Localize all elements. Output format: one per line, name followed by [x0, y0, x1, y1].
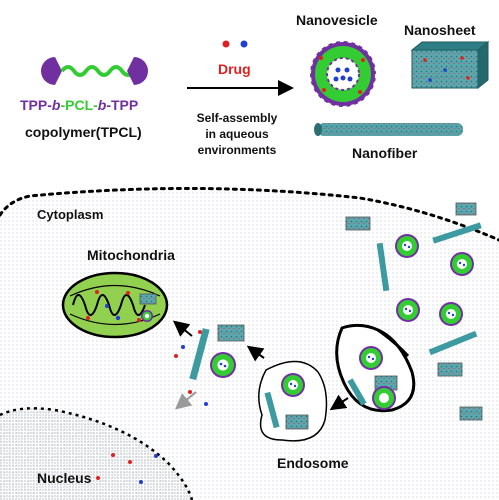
- nucleus-label: Nucleus: [37, 470, 92, 486]
- nanofiber-icon: [314, 123, 463, 136]
- mitochondrion: [61, 271, 169, 339]
- nanovesicle-cytosol: [210, 352, 236, 378]
- nanofiber-cytosol: [189, 328, 210, 381]
- cell-membrane: [0, 186, 499, 242]
- endosome-label: Endosome: [277, 455, 349, 471]
- nucleus: [0, 408, 192, 500]
- tpp-head-right: [127, 57, 148, 85]
- tpp-head-left: [41, 57, 62, 85]
- endosome: [258, 360, 328, 442]
- polymer-formula: TPP-b-PCL-b-TPP: [20, 97, 138, 113]
- mitochondria-label: Mitochondria: [87, 247, 175, 263]
- tpp-left: TPP-: [20, 97, 52, 113]
- copolymer-schematic: [41, 57, 148, 85]
- arrow-to-mitochondria: [172, 320, 193, 337]
- cytoplasm-label: Cytoplasm: [37, 207, 104, 222]
- nucleus-envelope: [0, 407, 194, 500]
- grey-release-arrow: [174, 391, 197, 410]
- nanosheet-icon: [410, 40, 490, 90]
- nanosheet-label: Nanosheet: [404, 22, 476, 38]
- nanosheet-cytosol: [217, 324, 245, 342]
- block-marker-left: b: [51, 97, 61, 113]
- arrow-to-endosome: [329, 394, 349, 411]
- assembly-line-2: in aqueous: [205, 127, 269, 141]
- block-marker-right: b: [97, 97, 107, 113]
- extracellular-particles: [345, 202, 483, 421]
- drug-label: Drug: [218, 61, 251, 77]
- arrow-from-endosome: [246, 345, 265, 362]
- pcl-block: -PCL-: [60, 97, 98, 113]
- assembly-line-1: Self-assembly: [196, 111, 278, 125]
- nanovesicle-label: Nanovesicle: [296, 12, 378, 28]
- pcl-chain: [60, 65, 136, 77]
- copolymer-label: copolymer(TPCL): [25, 124, 142, 140]
- drug-dot-blue: [240, 40, 248, 48]
- nanofiber-label: Nanofiber: [352, 145, 418, 161]
- endocytosis-pocket: [335, 323, 416, 413]
- nanovesicle-icon: [309, 40, 377, 108]
- drug-dot-red: [222, 40, 230, 48]
- assembly-line-3: environments: [197, 143, 277, 157]
- tpp-right: -TPP: [106, 97, 139, 113]
- cell-body: [0, 188, 499, 500]
- assembly-text: Self-assembly in aqueous environments: [182, 110, 292, 158]
